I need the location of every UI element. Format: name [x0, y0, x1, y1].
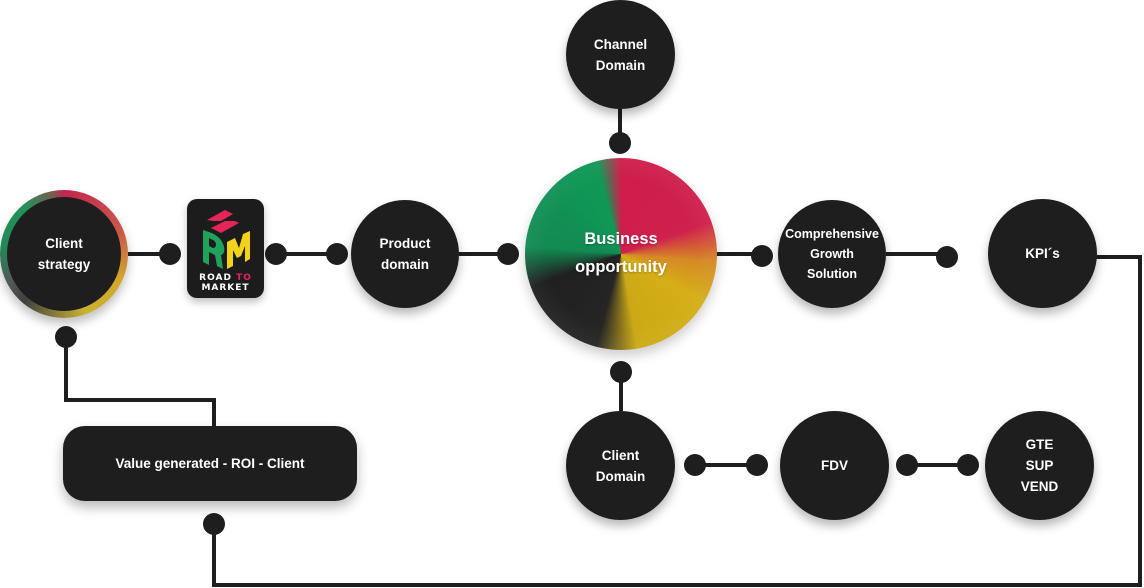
rtm-road-text: ROAD [199, 273, 232, 283]
connector-dot [159, 243, 181, 265]
connector-dot [957, 454, 979, 476]
kpis-node[interactable]: KPI´s [988, 199, 1097, 308]
fdv-node[interactable]: FDV [780, 411, 889, 520]
connector-dot [265, 243, 287, 265]
connector-dot [684, 454, 706, 476]
value-generated-node[interactable]: Value generated - ROI - Client [63, 426, 357, 501]
connector-dot [610, 361, 632, 383]
value-generated-label: Value generated - ROI - Client [115, 456, 305, 471]
product-domain-label: Product domain [379, 236, 431, 272]
kpis-label: KPI´s [1025, 246, 1060, 261]
channel-domain-node[interactable]: Channel Domain [566, 0, 675, 109]
connector-dot [751, 245, 773, 267]
connector-dot [203, 513, 225, 535]
road-to-market-logo: ROAD TO MARKET [187, 199, 264, 298]
business-opportunity-label: Business opportunity [575, 230, 667, 276]
client-strategy-inner: Client strategy [7, 197, 121, 311]
client-strategy-node[interactable]: Client strategy [0, 190, 128, 318]
connector-client-value [64, 337, 216, 426]
connector-dot [746, 454, 768, 476]
gte-sup-vend-label: GTE SUP VEND [1020, 437, 1059, 494]
client-strategy-label: Client strategy [37, 236, 91, 272]
comprehensive-growth-label: Comprehensive Growth Solution [785, 227, 879, 281]
rtm-to-text: TO [236, 273, 252, 283]
client-domain-node[interactable]: Client Domain [566, 411, 675, 520]
connector-dot [326, 243, 348, 265]
rtm-cube-icon [203, 210, 250, 269]
rtm-market-text: MARKET [201, 283, 250, 293]
business-opportunity-node[interactable]: Business opportunity [525, 158, 717, 350]
connector-dot [609, 132, 631, 154]
connector-kpi-value-loop [212, 255, 1142, 587]
connector-dot [896, 454, 918, 476]
connector-dot [55, 326, 77, 348]
client-domain-label: Client Domain [595, 447, 646, 484]
rtm-wordmark: ROAD TO MARKET [187, 273, 264, 293]
comprehensive-growth-node[interactable]: Comprehensive Growth Solution [778, 200, 886, 308]
fdv-label: FDV [821, 458, 848, 473]
channel-domain-label: Channel Domain [593, 36, 648, 73]
connector-dot [497, 243, 519, 265]
product-domain-node[interactable]: Product domain [351, 200, 459, 308]
gte-sup-vend-node[interactable]: GTE SUP VEND [985, 411, 1094, 520]
connector-dot [936, 246, 958, 268]
